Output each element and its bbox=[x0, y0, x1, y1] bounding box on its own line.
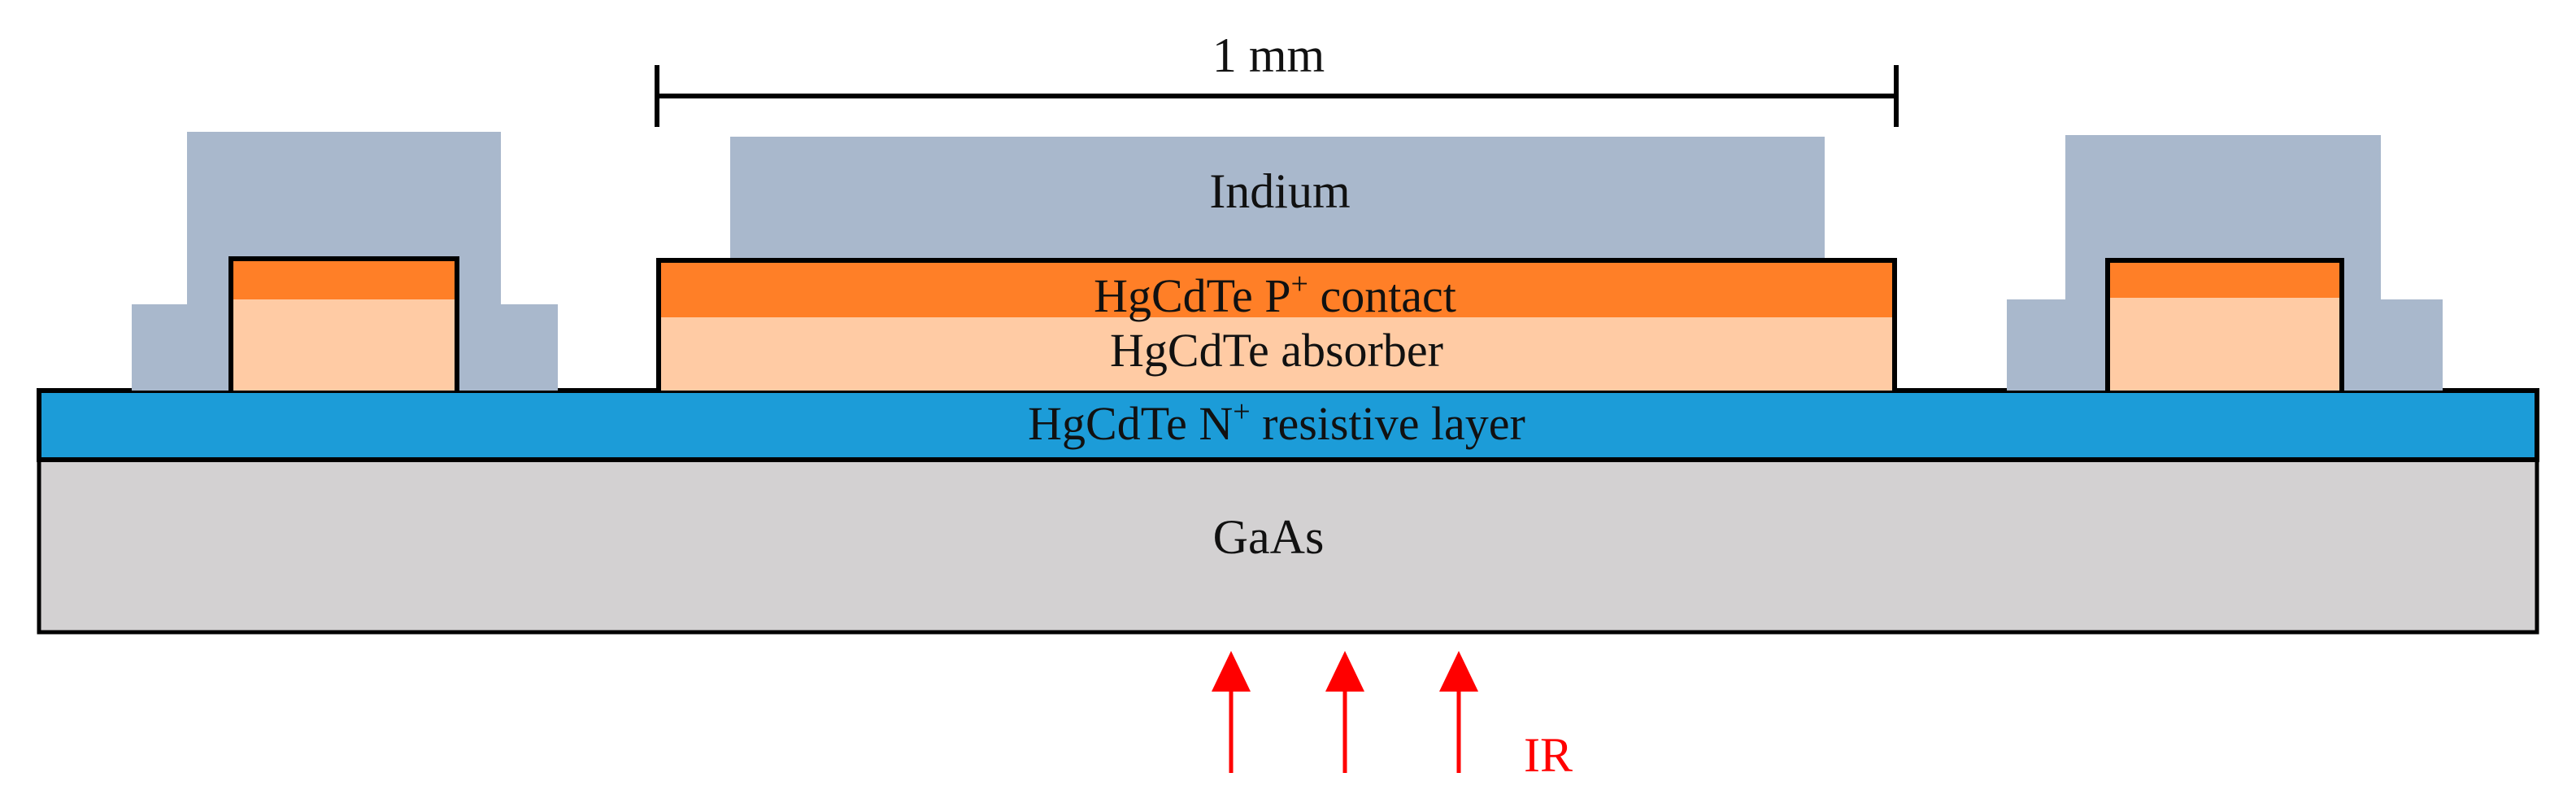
ir-arrowheads bbox=[1212, 651, 1478, 692]
indium-label: Indium bbox=[1209, 164, 1350, 218]
ir-arrowhead-1 bbox=[1212, 651, 1251, 692]
ir-arrowhead-3 bbox=[1439, 651, 1478, 692]
n-resistive-layer-label: HgCdTe N+ resistive layer bbox=[1028, 395, 1525, 450]
left-mesa-absorber bbox=[231, 299, 457, 391]
n-label-base: HgCdTe N bbox=[1028, 397, 1233, 450]
p-label-base: HgCdTe P bbox=[1094, 269, 1290, 322]
p-contact-label: HgCdTe P+ contact bbox=[1094, 267, 1456, 322]
p-label-superscript: + bbox=[1291, 267, 1308, 301]
gaas-substrate bbox=[37, 457, 2539, 635]
p-label-rest: contact bbox=[1308, 269, 1456, 322]
ir-arrowhead-2 bbox=[1325, 651, 1364, 692]
absorber-label: HgCdTe absorber bbox=[1110, 324, 1443, 377]
ir-label: IR bbox=[1524, 728, 1573, 782]
central-indium-bump bbox=[730, 137, 1825, 259]
central-p-contact bbox=[659, 260, 1895, 317]
n-label-rest: resistive layer bbox=[1251, 397, 1525, 450]
scale-bar bbox=[655, 65, 1899, 127]
n-label-superscript: + bbox=[1233, 395, 1250, 429]
right-mesa-p-contact bbox=[2108, 260, 2342, 298]
left-mesa-p-contact bbox=[231, 259, 457, 299]
scale-bar-label: 1 mm bbox=[1212, 28, 1325, 82]
right-mesa-outline bbox=[2105, 258, 2344, 391]
gaas-substrate-label: GaAs bbox=[1213, 510, 1325, 564]
central-mesa-outline bbox=[656, 258, 1897, 391]
central-absorber bbox=[659, 317, 1895, 391]
left-mesa-outline bbox=[228, 256, 459, 391]
right-mesa-absorber bbox=[2108, 298, 2342, 391]
